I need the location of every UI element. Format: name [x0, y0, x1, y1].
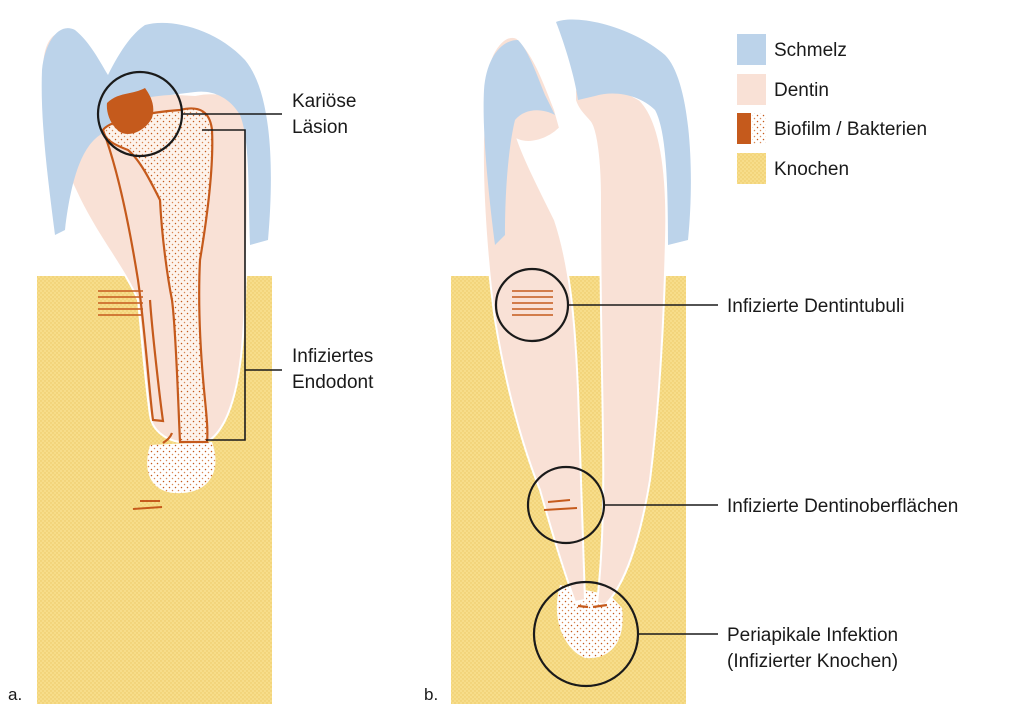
panel-a: Kariöse Läsion Infiziertes Endodont a. — [8, 23, 374, 704]
caries-label-line2: Läsion — [292, 117, 348, 138]
legend-swatch-enamel — [737, 34, 766, 65]
legend-swatch-dentin — [737, 74, 766, 105]
legend-label-enamel: Schmelz — [774, 40, 847, 61]
legend-swatch-biofilm — [737, 113, 751, 144]
legend-label-dentin: Dentin — [774, 80, 829, 101]
legend-swatch-bone — [737, 153, 766, 184]
endo-label-line1: Infiziertes — [292, 346, 373, 367]
legend-swatch-bacteria — [752, 113, 766, 144]
panel-b-tag: b. — [424, 685, 438, 704]
legend-label-bone: Knochen — [774, 159, 849, 180]
tubuli-label: Infizierte Dentintubuli — [727, 296, 904, 317]
surface-label: Infizierte Dentinoberflächen — [727, 496, 958, 517]
endo-label-line2: Endodont — [292, 372, 374, 393]
periapical-label-line2: (Infizierter Knochen) — [727, 651, 898, 672]
panel-a-tag: a. — [8, 685, 22, 704]
legend: Schmelz Dentin Biofilm / Bakterien Knoch… — [737, 34, 927, 184]
periapical-label-line1: Periapikale Infektion — [727, 625, 898, 646]
legend-label-biofilm: Biofilm / Bakterien — [774, 119, 927, 140]
caries-label-line1: Kariöse — [292, 91, 356, 112]
